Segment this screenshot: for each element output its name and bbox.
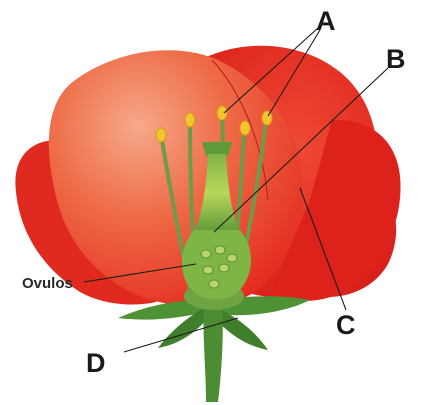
label-c: C [336, 310, 356, 340]
label-ovules: Ovulos [22, 275, 73, 292]
stigma [202, 142, 232, 156]
ovule-2 [215, 246, 225, 254]
anther-1 [156, 128, 166, 142]
ovule-6 [209, 280, 219, 288]
anther-5 [262, 111, 272, 125]
label-d: D [86, 348, 106, 378]
ovule-4 [203, 266, 213, 274]
stem [203, 300, 222, 402]
ovule-1 [201, 250, 211, 258]
label-b: B [386, 44, 406, 74]
anther-3 [217, 106, 227, 120]
ovule-5 [219, 264, 229, 272]
ovule-3 [227, 254, 237, 262]
label-a: A [316, 6, 336, 36]
anther-4 [240, 121, 250, 135]
anther-2 [185, 113, 195, 127]
